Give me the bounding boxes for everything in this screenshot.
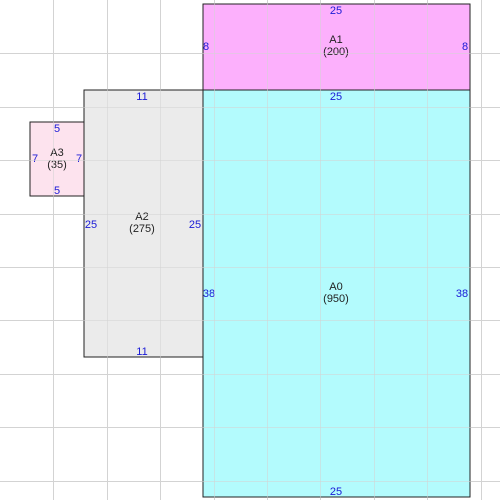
rect-a3-shape[interactable] — [29, 121, 85, 197]
rect-a3-top-width: 5 — [54, 123, 60, 135]
rect-a0-top-width: 25 — [330, 91, 342, 103]
rect-a1-right-height: 8 — [462, 41, 468, 53]
rect-a2-top-width: 11 — [136, 91, 147, 103]
rect-a2-label: A2 — [135, 211, 148, 223]
rect-a0[interactable]: A0 (950) 25 25 38 38 — [202, 89, 471, 498]
rect-a0-bottom-width: 25 — [330, 486, 342, 498]
rect-a1-top-width: 25 — [330, 5, 342, 17]
rect-a3-area: (35) — [47, 159, 67, 171]
rect-a1-label: A1 — [329, 34, 342, 46]
rect-a2-shape[interactable] — [83, 89, 204, 358]
rect-a1-area: (200) — [323, 46, 349, 58]
rect-a3-label: A3 — [50, 147, 63, 159]
rect-a0-label: A0 — [329, 281, 342, 293]
rect-a2-bottom-width: 11 — [136, 346, 147, 358]
rect-a1-left-height: 8 — [203, 41, 209, 53]
rect-a3[interactable]: A3 (35) 5 5 7 7 — [29, 121, 85, 197]
rect-a1-shape[interactable] — [202, 3, 471, 91]
rect-a1[interactable]: A1 (200) 25 8 8 — [202, 3, 471, 91]
rect-a2[interactable]: A2 (275) 11 11 25 25 — [83, 89, 204, 358]
rect-a3-left-height: 7 — [32, 153, 38, 165]
rect-a0-shape[interactable] — [202, 89, 471, 498]
rect-a0-right-height: 38 — [456, 288, 468, 300]
rect-a2-left-height: 25 — [85, 219, 97, 231]
rect-a0-left-height: 38 — [203, 288, 215, 300]
rect-a3-right-height: 7 — [76, 153, 82, 165]
rect-a2-right-height: 25 — [189, 219, 201, 231]
rect-a3-bottom-width: 5 — [54, 185, 60, 197]
rect-a0-area: (950) — [323, 293, 349, 305]
rect-a2-area: (275) — [129, 223, 155, 235]
